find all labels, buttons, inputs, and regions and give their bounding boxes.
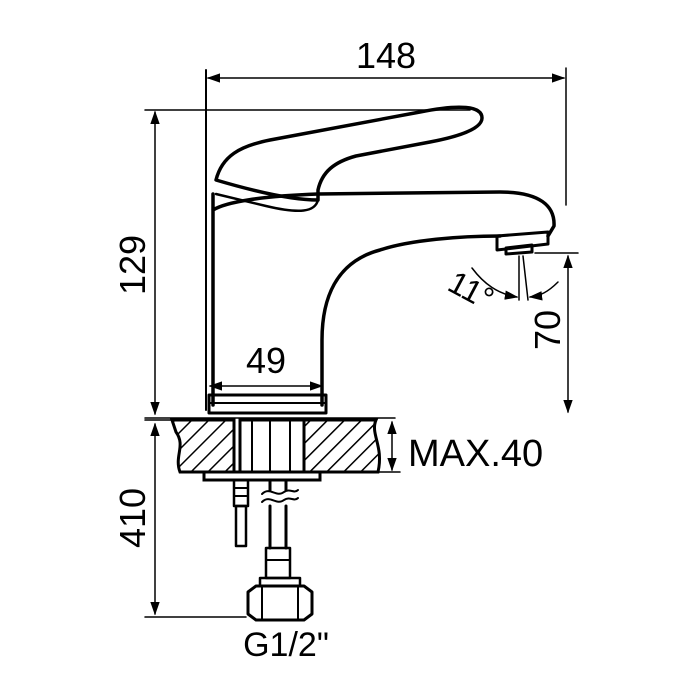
dimension-base-width: 49 [208,340,324,391]
dimension-overall-width: 148 [205,35,567,411]
dimension-label-410: 410 [112,488,153,548]
dimension-label-max-40: MAX.40 [408,433,543,475]
mounting-shank [238,418,306,474]
dimension-spray-angle: 11° [442,255,559,317]
dimension-label-148: 148 [356,35,416,76]
aerator [495,230,550,256]
dimension-label-129: 129 [112,235,153,295]
dimension-label-11-degrees: 11° [442,264,500,317]
supply-hoses [232,478,314,622]
dimension-hose-length: 410 [112,422,247,618]
dimension-label-49: 49 [246,340,286,381]
dimension-max-deck: MAX.40 [377,420,543,475]
deck-section [144,417,396,482]
g12-connector-nut [246,584,314,622]
connection-thread-label: G1/2" [243,626,329,664]
spout-outline [211,190,556,407]
mounting-nut [202,470,322,482]
dimension-spout-height: 70 [527,252,579,414]
dimension-body-height: 129 [112,109,471,416]
lever-handle [214,105,484,202]
deck-right-hatch [302,418,381,474]
dimension-label-70: 70 [527,310,568,350]
deck-left-hatch [169,418,236,474]
faucet-body [207,105,556,415]
